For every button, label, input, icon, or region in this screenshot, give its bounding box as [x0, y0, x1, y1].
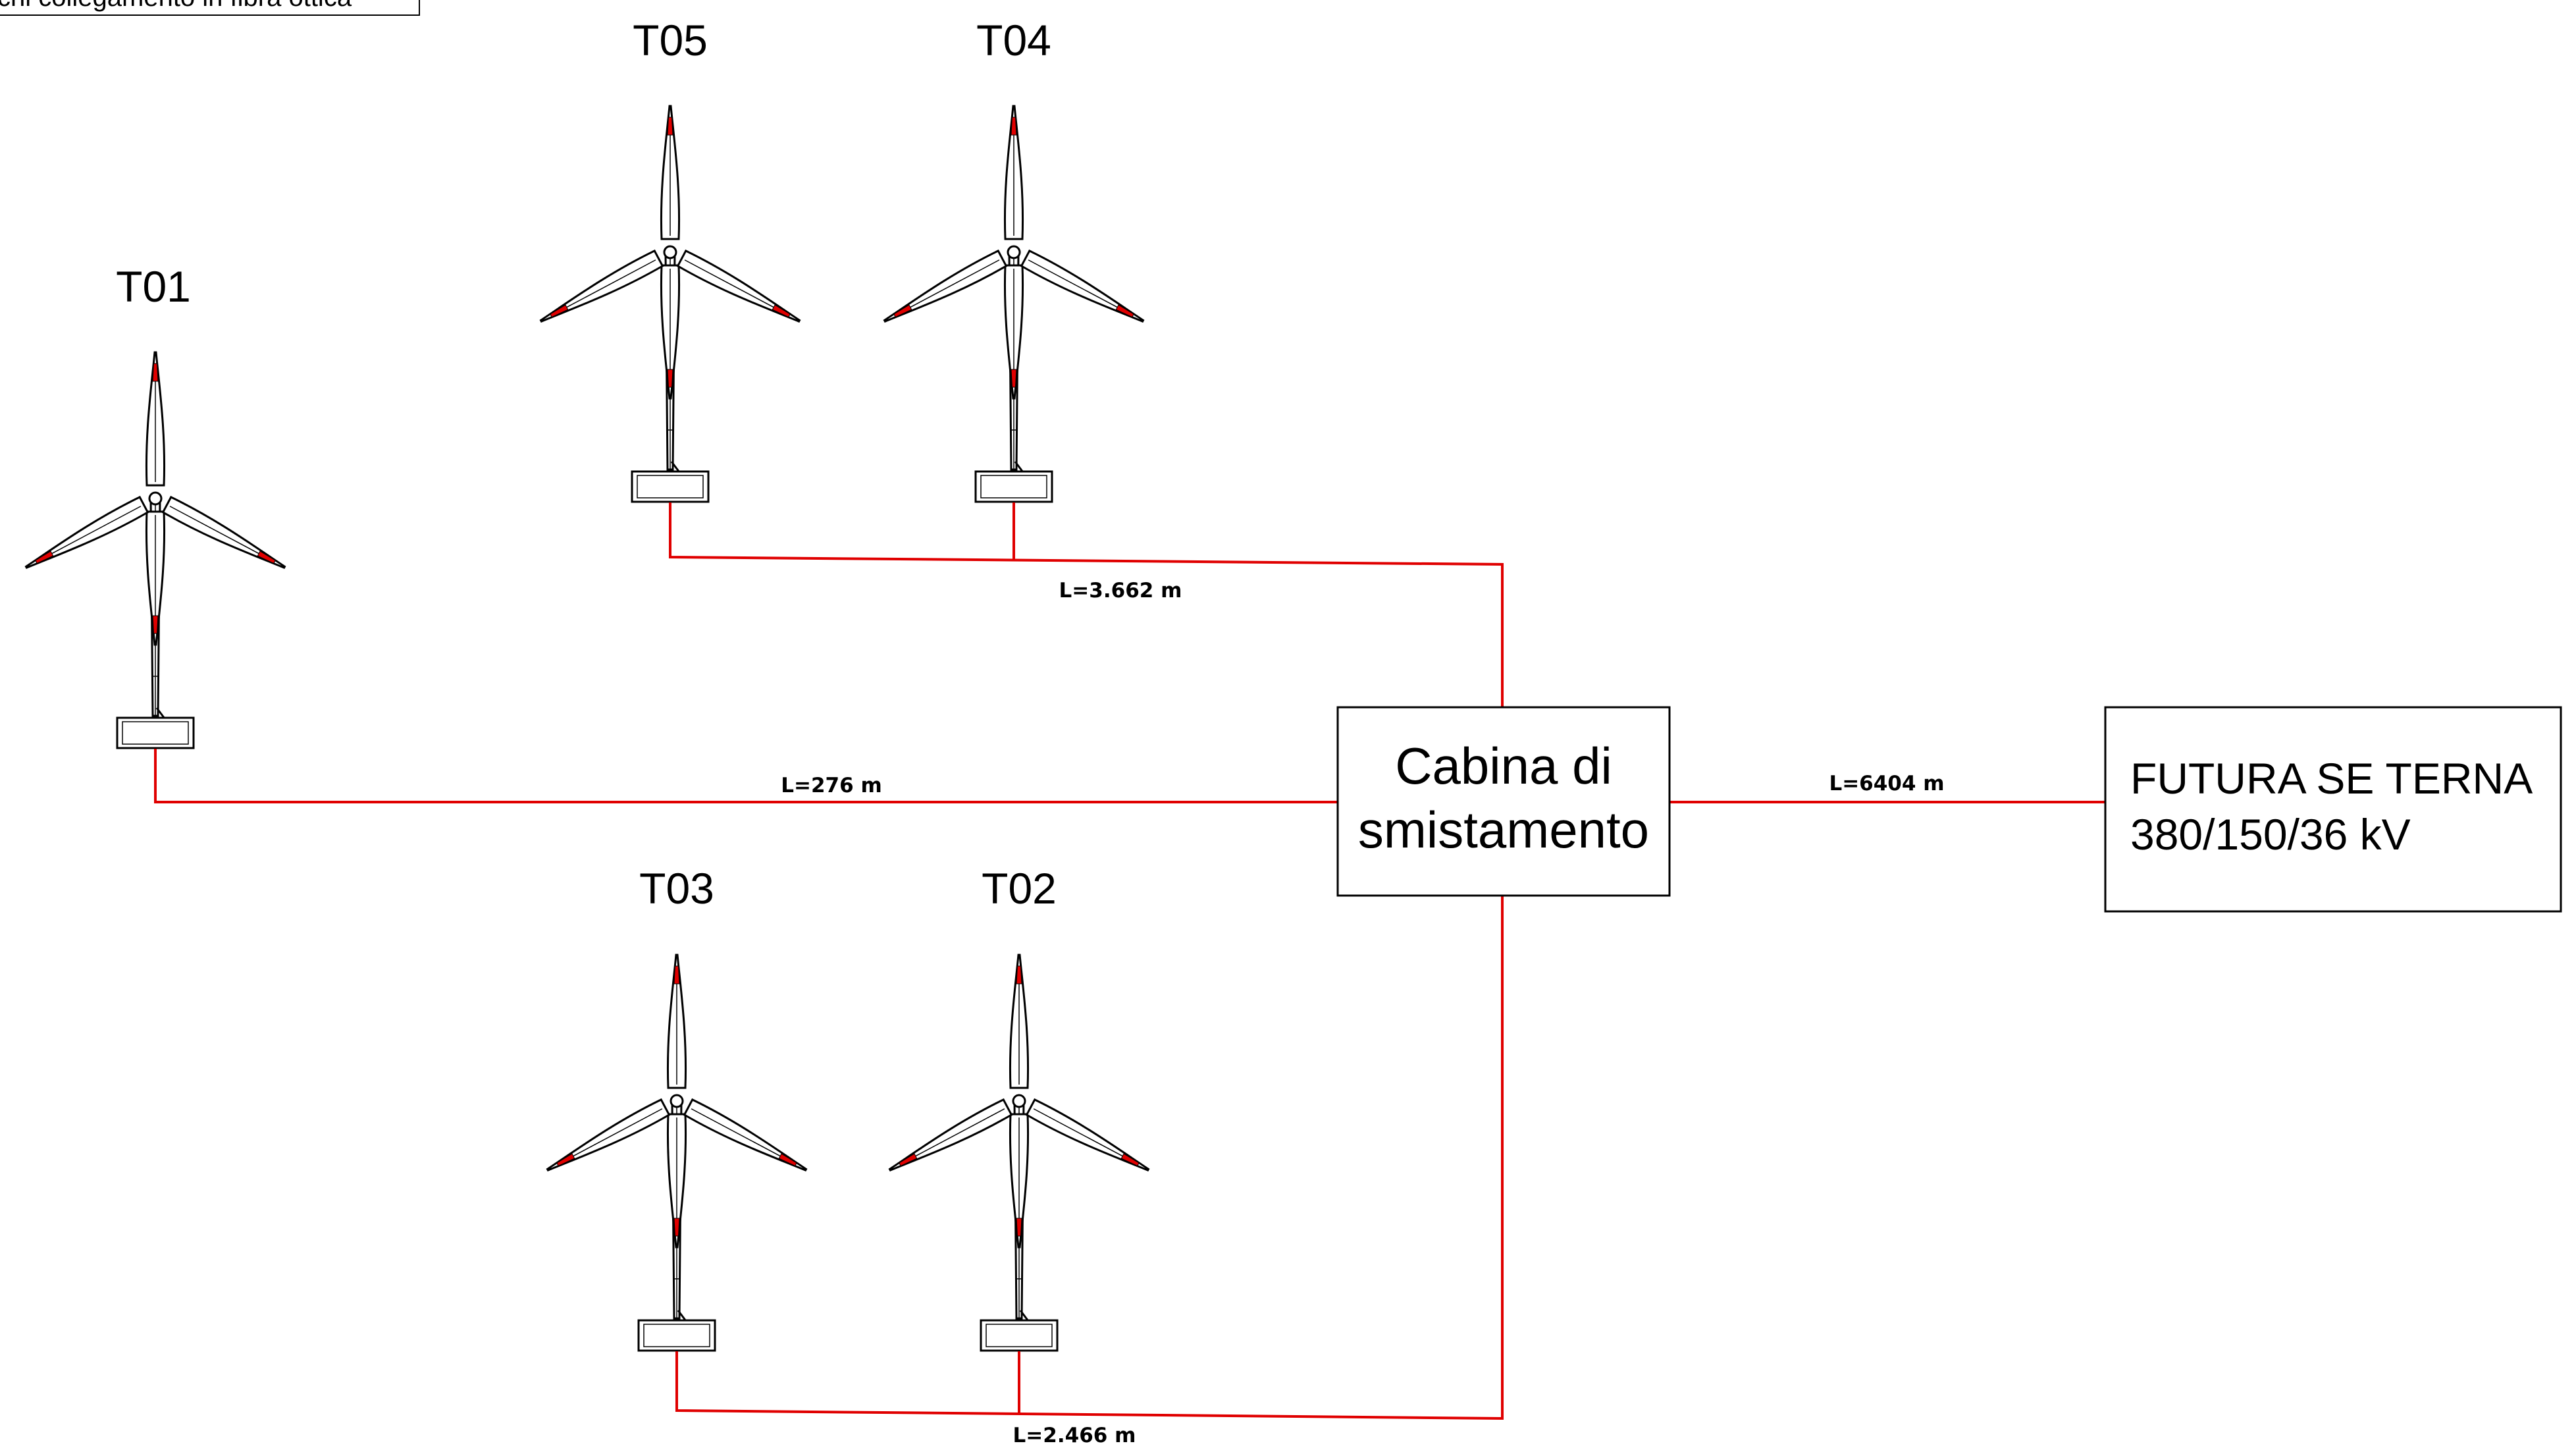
substation-label-line2: 380/150/36 kV	[2130, 810, 2411, 859]
turbine-label-t01: T01	[116, 262, 191, 311]
turbine-label-t02: T02	[982, 864, 1057, 913]
turbine-t01	[22, 352, 289, 748]
turbine-label-t03: T03	[639, 864, 714, 913]
turbine-t05	[537, 106, 804, 502]
substation-box: FUTURA SE TERNA 380/150/36 kV	[2104, 706, 2562, 913]
substation-label-line1: FUTURA SE TERNA	[2130, 754, 2533, 803]
cable-left	[154, 749, 1338, 803]
cabina-label-line1: Cabina di	[1395, 737, 1612, 795]
turbine-label-t04: T04	[976, 16, 1051, 65]
turbine-t02	[886, 955, 1153, 1351]
turbine-label-t05: T05	[633, 16, 708, 65]
cable-top	[669, 502, 1504, 707]
legend-label: cchi collegamento in fibra ottica	[0, 0, 420, 16]
turbine-t03	[544, 955, 810, 1351]
cable-length-right: L=6404 m	[1829, 772, 1944, 795]
cabina-box: Cabina di smistamento	[1336, 706, 1671, 897]
cable-length-left: L=276 m	[781, 774, 882, 797]
cable-length-bottom: L=2.466 m	[1013, 1424, 1136, 1447]
cabina-label-line2: smistamento	[1358, 801, 1649, 859]
cable-bottom	[675, 896, 1504, 1420]
turbine-t04	[881, 106, 1147, 502]
cable-length-top: L=3.662 m	[1059, 579, 1182, 603]
